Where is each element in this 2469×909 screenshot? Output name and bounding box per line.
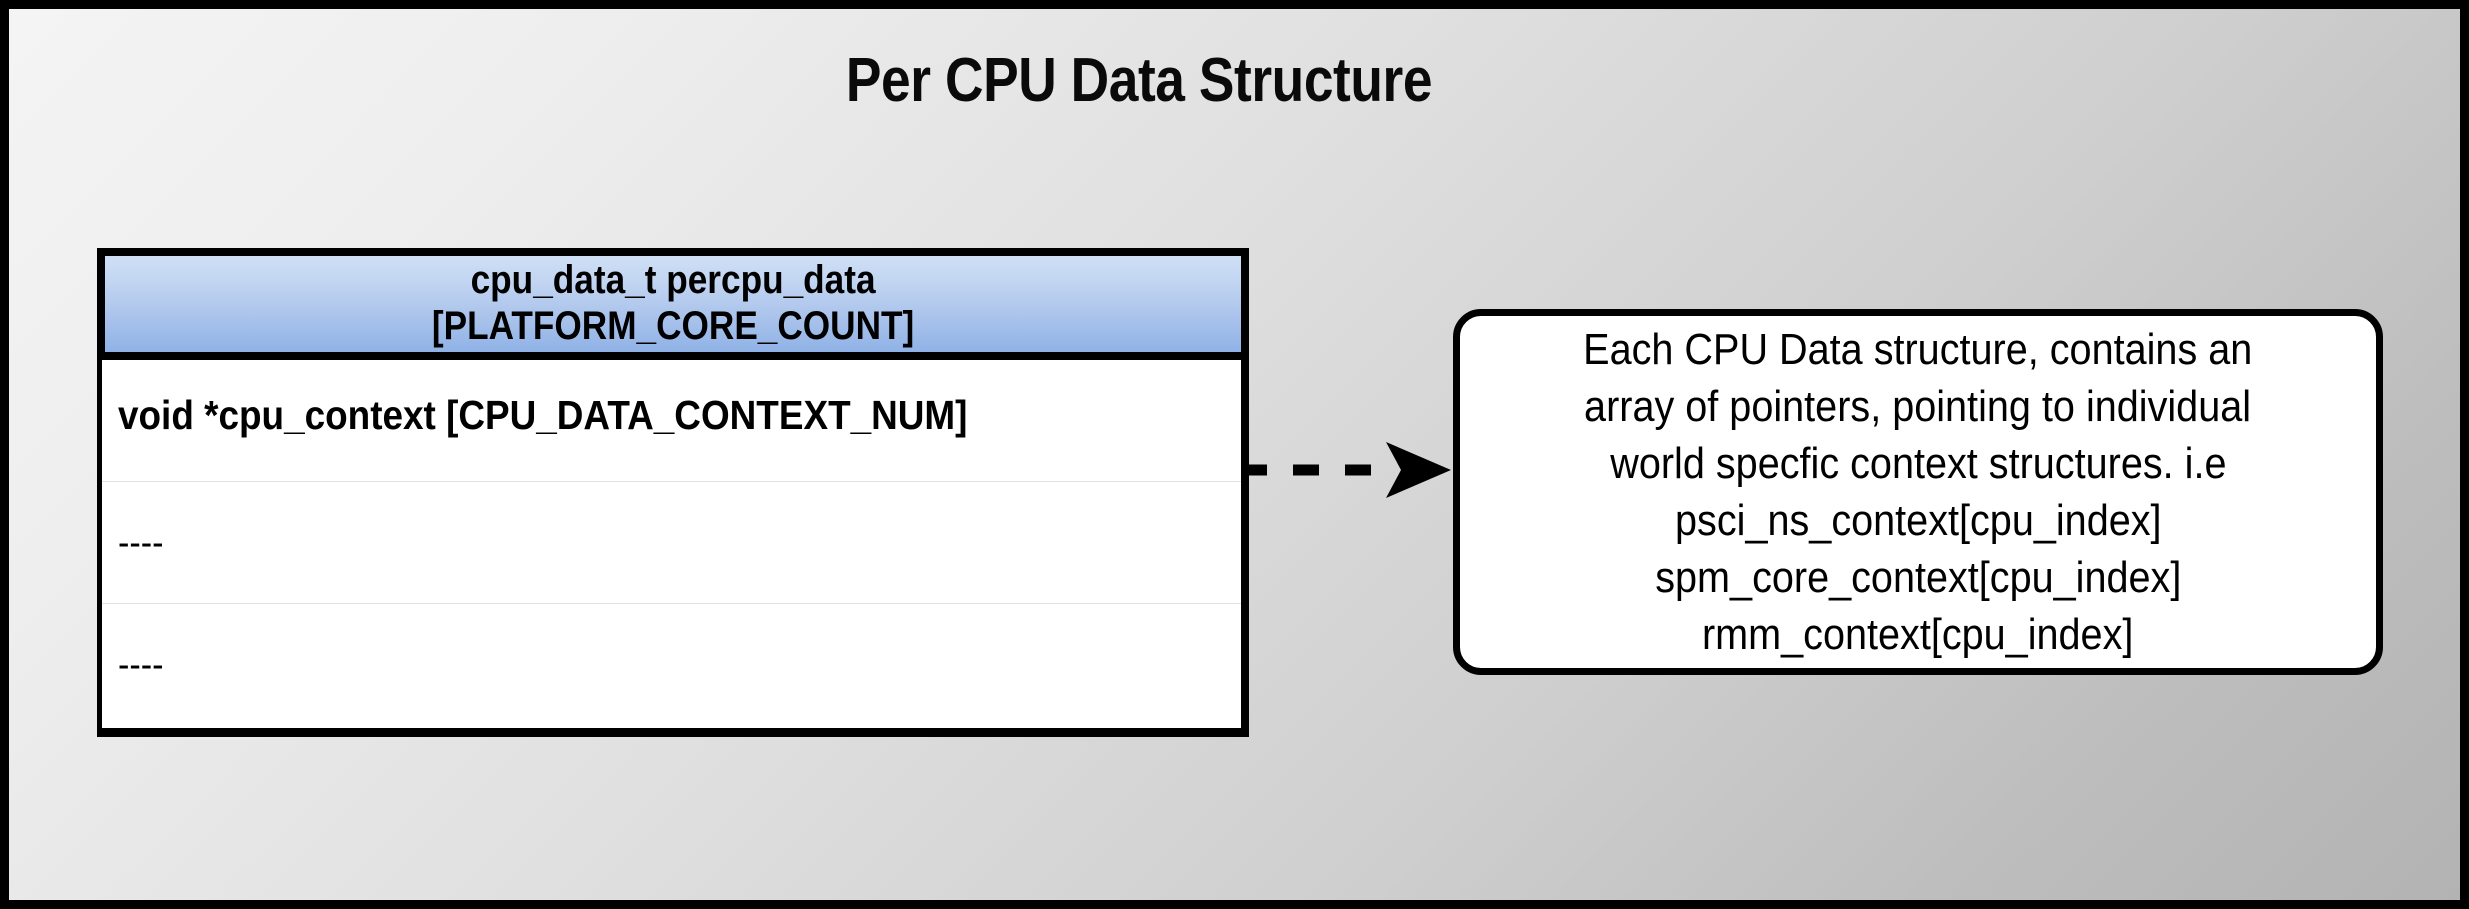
struct-field-placeholder-1: ---- bbox=[118, 522, 164, 564]
note-line: array of pointers, pointing to individua… bbox=[1584, 382, 2252, 431]
note-line: rmm_context[cpu_index] bbox=[1702, 610, 2134, 659]
note-line: world specfic context structures. i.e bbox=[1609, 439, 2227, 488]
table-row: ---- bbox=[102, 482, 1241, 604]
struct-header: cpu_data_t percpu_data [PLATFORM_CORE_CO… bbox=[97, 248, 1249, 360]
explanation-note-box: Each CPU Data structure, contains an arr… bbox=[1453, 309, 2383, 675]
percpu-data-struct-table: cpu_data_t percpu_data [PLATFORM_CORE_CO… bbox=[97, 248, 1249, 737]
note-line: spm_core_context[cpu_index] bbox=[1654, 553, 2182, 602]
struct-field-placeholder-2: ---- bbox=[118, 644, 164, 686]
arrow-head bbox=[1386, 442, 1451, 498]
struct-header-line-2: [PLATFORM_CORE_COUNT] bbox=[431, 304, 915, 348]
table-row: ---- bbox=[102, 604, 1241, 728]
dashed-arrow-icon bbox=[1241, 442, 1451, 498]
struct-body: void *cpu_context [CPU_DATA_CONTEXT_NUM]… bbox=[97, 360, 1249, 737]
note-line: Each CPU Data structure, contains an bbox=[1583, 325, 2253, 374]
struct-header-line-1: cpu_data_t percpu_data bbox=[470, 258, 876, 302]
page-title: Per CPU Data Structure bbox=[845, 46, 1433, 115]
table-row: void *cpu_context [CPU_DATA_CONTEXT_NUM] bbox=[102, 360, 1241, 482]
note-line: psci_ns_context[cpu_index] bbox=[1674, 496, 2162, 545]
struct-field-cpu-context: void *cpu_context [CPU_DATA_CONTEXT_NUM] bbox=[118, 392, 968, 438]
